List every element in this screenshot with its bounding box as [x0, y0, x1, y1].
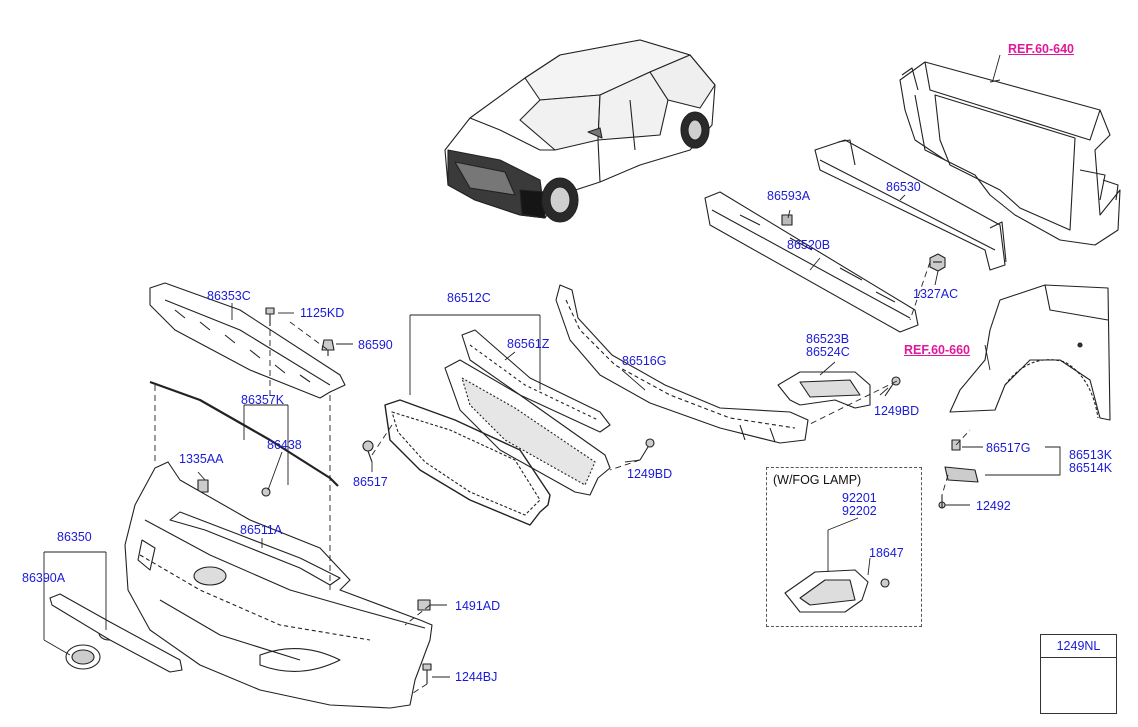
part-label-12492[interactable]: 12492 — [976, 499, 1011, 513]
part-label-92201[interactable]: 92201 — [842, 491, 877, 505]
grille-bar — [169, 511, 341, 586]
part-label-86390a[interactable]: 86390A — [22, 571, 66, 585]
radiator-support-panel — [899, 61, 1121, 246]
connector-lines — [154, 261, 971, 696]
part-label-86511a[interactable]: 86511A — [240, 523, 283, 537]
part-label-86530[interactable]: 86530 — [886, 180, 921, 194]
fog-bracket — [777, 371, 871, 409]
radiator-grille-mesh — [444, 359, 611, 496]
part-label-1125kd[interactable]: 1125KD — [300, 306, 345, 320]
bumper-upper-cover — [149, 282, 346, 399]
energy-absorber — [704, 191, 919, 333]
clip-1491ad — [417, 599, 431, 611]
part-label-86516g[interactable]: 86516G — [622, 354, 667, 368]
part-label-86520b[interactable]: 86520B — [787, 238, 831, 252]
screw-1249bd-right — [884, 376, 901, 397]
part-label-1249bd-mid[interactable]: 1249BD — [627, 467, 673, 481]
bolt-1249bd-mid — [639, 438, 655, 461]
bolt-86517 — [362, 440, 374, 463]
part-label-86593a[interactable]: 86593A — [767, 189, 811, 203]
part-label-1249bd-right[interactable]: 1249BD — [874, 404, 920, 418]
legend-part-number[interactable]: 1249NL — [1041, 635, 1116, 658]
part-label-1335aa[interactable]: 1335AA — [179, 452, 224, 466]
part-label-86561z[interactable]: 86561Z — [507, 337, 550, 351]
part-label-86524c[interactable]: 86524C — [806, 345, 850, 359]
leader-lines — [43, 54, 1061, 678]
ref-link-60-640[interactable]: REF.60-640 — [1008, 42, 1075, 56]
grille-upper-garnish — [461, 329, 611, 433]
part-label-86517g[interactable]: 86517G — [986, 441, 1031, 455]
part-label-1491ad[interactable]: 1491AD — [455, 599, 501, 613]
part-label-86350[interactable]: 86350 — [57, 530, 92, 544]
part-label-86353c[interactable]: 86353C — [207, 289, 251, 303]
part-label-92202[interactable]: 92202 — [842, 504, 877, 518]
radiator-grille-trim — [49, 593, 183, 673]
clip-86590 — [321, 339, 335, 356]
part-label-86513k[interactable]: 86513K — [1069, 448, 1113, 462]
bumper-strip — [149, 380, 339, 487]
part-label-86514k[interactable]: 86514K — [1069, 461, 1113, 475]
part-label-86517[interactable]: 86517 — [353, 475, 388, 489]
part-label-1244bj[interactable]: 1244BJ — [455, 670, 498, 684]
part-label-86590[interactable]: 86590 — [358, 338, 393, 352]
part-label-86512c[interactable]: 86512C — [447, 291, 491, 305]
fog-lamp — [784, 569, 869, 613]
front-fender — [949, 284, 1111, 421]
back-beam — [814, 139, 1007, 271]
bracket-86513k — [944, 466, 979, 483]
screw-18647 — [880, 578, 890, 588]
legend-box: 1249NL — [1040, 634, 1117, 714]
clip-86438 — [261, 487, 271, 497]
part-label-18647[interactable]: 18647 — [869, 546, 904, 560]
grille-surround — [384, 399, 551, 526]
clip-86593a — [781, 214, 793, 226]
ref-link-60-660[interactable]: REF.60-660 — [904, 343, 971, 357]
part-label-86357k[interactable]: 86357K — [241, 393, 285, 407]
screw-12492 — [938, 495, 946, 509]
nut-1327ac — [929, 253, 946, 272]
fog-lamp-note: (W/FOG LAMP) — [773, 473, 862, 487]
part-label-1327ac[interactable]: 1327AC — [913, 287, 959, 301]
car-illustration — [444, 39, 716, 223]
part-label-86438[interactable]: 86438 — [267, 438, 302, 452]
screw-1244bj — [422, 663, 432, 684]
clip-1335aa — [197, 479, 209, 493]
lower-grille-garnish — [555, 284, 809, 444]
part-label-86523b[interactable]: 86523B — [806, 332, 850, 346]
fog-lamp-group-box — [766, 467, 922, 627]
